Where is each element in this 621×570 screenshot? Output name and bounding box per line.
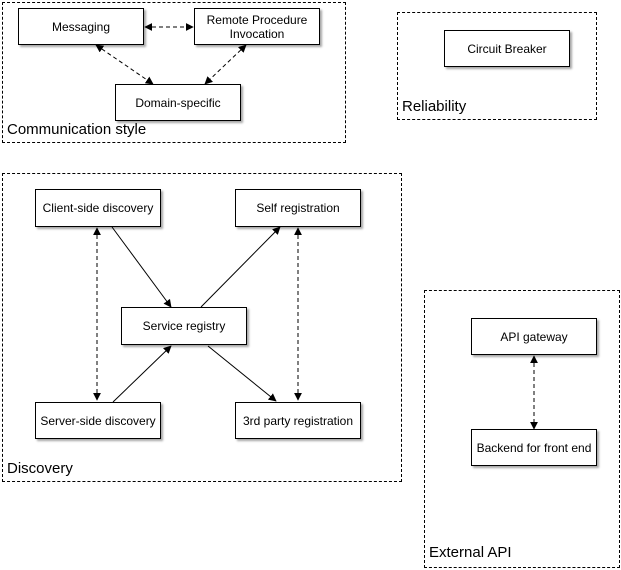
node-remote-procedure-invocation: Remote Procedure Invocation	[194, 8, 320, 45]
node-client-side-discovery: Client-side discovery	[35, 189, 161, 227]
node-server-side-discovery: Server-side discovery	[35, 402, 161, 439]
node-self-registration: Self registration	[235, 189, 361, 227]
node-service-registry: Service registry	[121, 307, 247, 345]
group-label-external-api: External API	[429, 544, 512, 561]
edge-messaging-domain-specific	[95, 44, 154, 85]
node-circuit-breaker: Circuit Breaker	[444, 30, 570, 67]
edge-registry-to-self-registration	[200, 226, 281, 308]
node-api-gateway: API gateway	[471, 318, 597, 355]
group-reliability	[397, 12, 597, 120]
group-external-api	[424, 290, 620, 568]
edge-server-side-to-registry	[112, 345, 172, 403]
node-backend-for-front-end: Backend for front end	[471, 429, 597, 466]
group-communication-style	[2, 2, 346, 143]
group-label-reliability: Reliability	[402, 98, 467, 115]
node-domain-specific: Domain-specific	[115, 84, 241, 121]
edge-registry-to-third-party	[207, 345, 277, 402]
group-discovery	[2, 173, 402, 482]
group-label-communication-style: Communication style	[7, 121, 147, 138]
node-messaging: Messaging	[18, 8, 144, 45]
group-label-discovery: Discovery	[7, 460, 73, 477]
edge-rpi-domain-specific	[204, 44, 247, 85]
edge-client-side-to-registry	[111, 226, 172, 308]
node-third-party-registration: 3rd party registration	[235, 402, 361, 439]
